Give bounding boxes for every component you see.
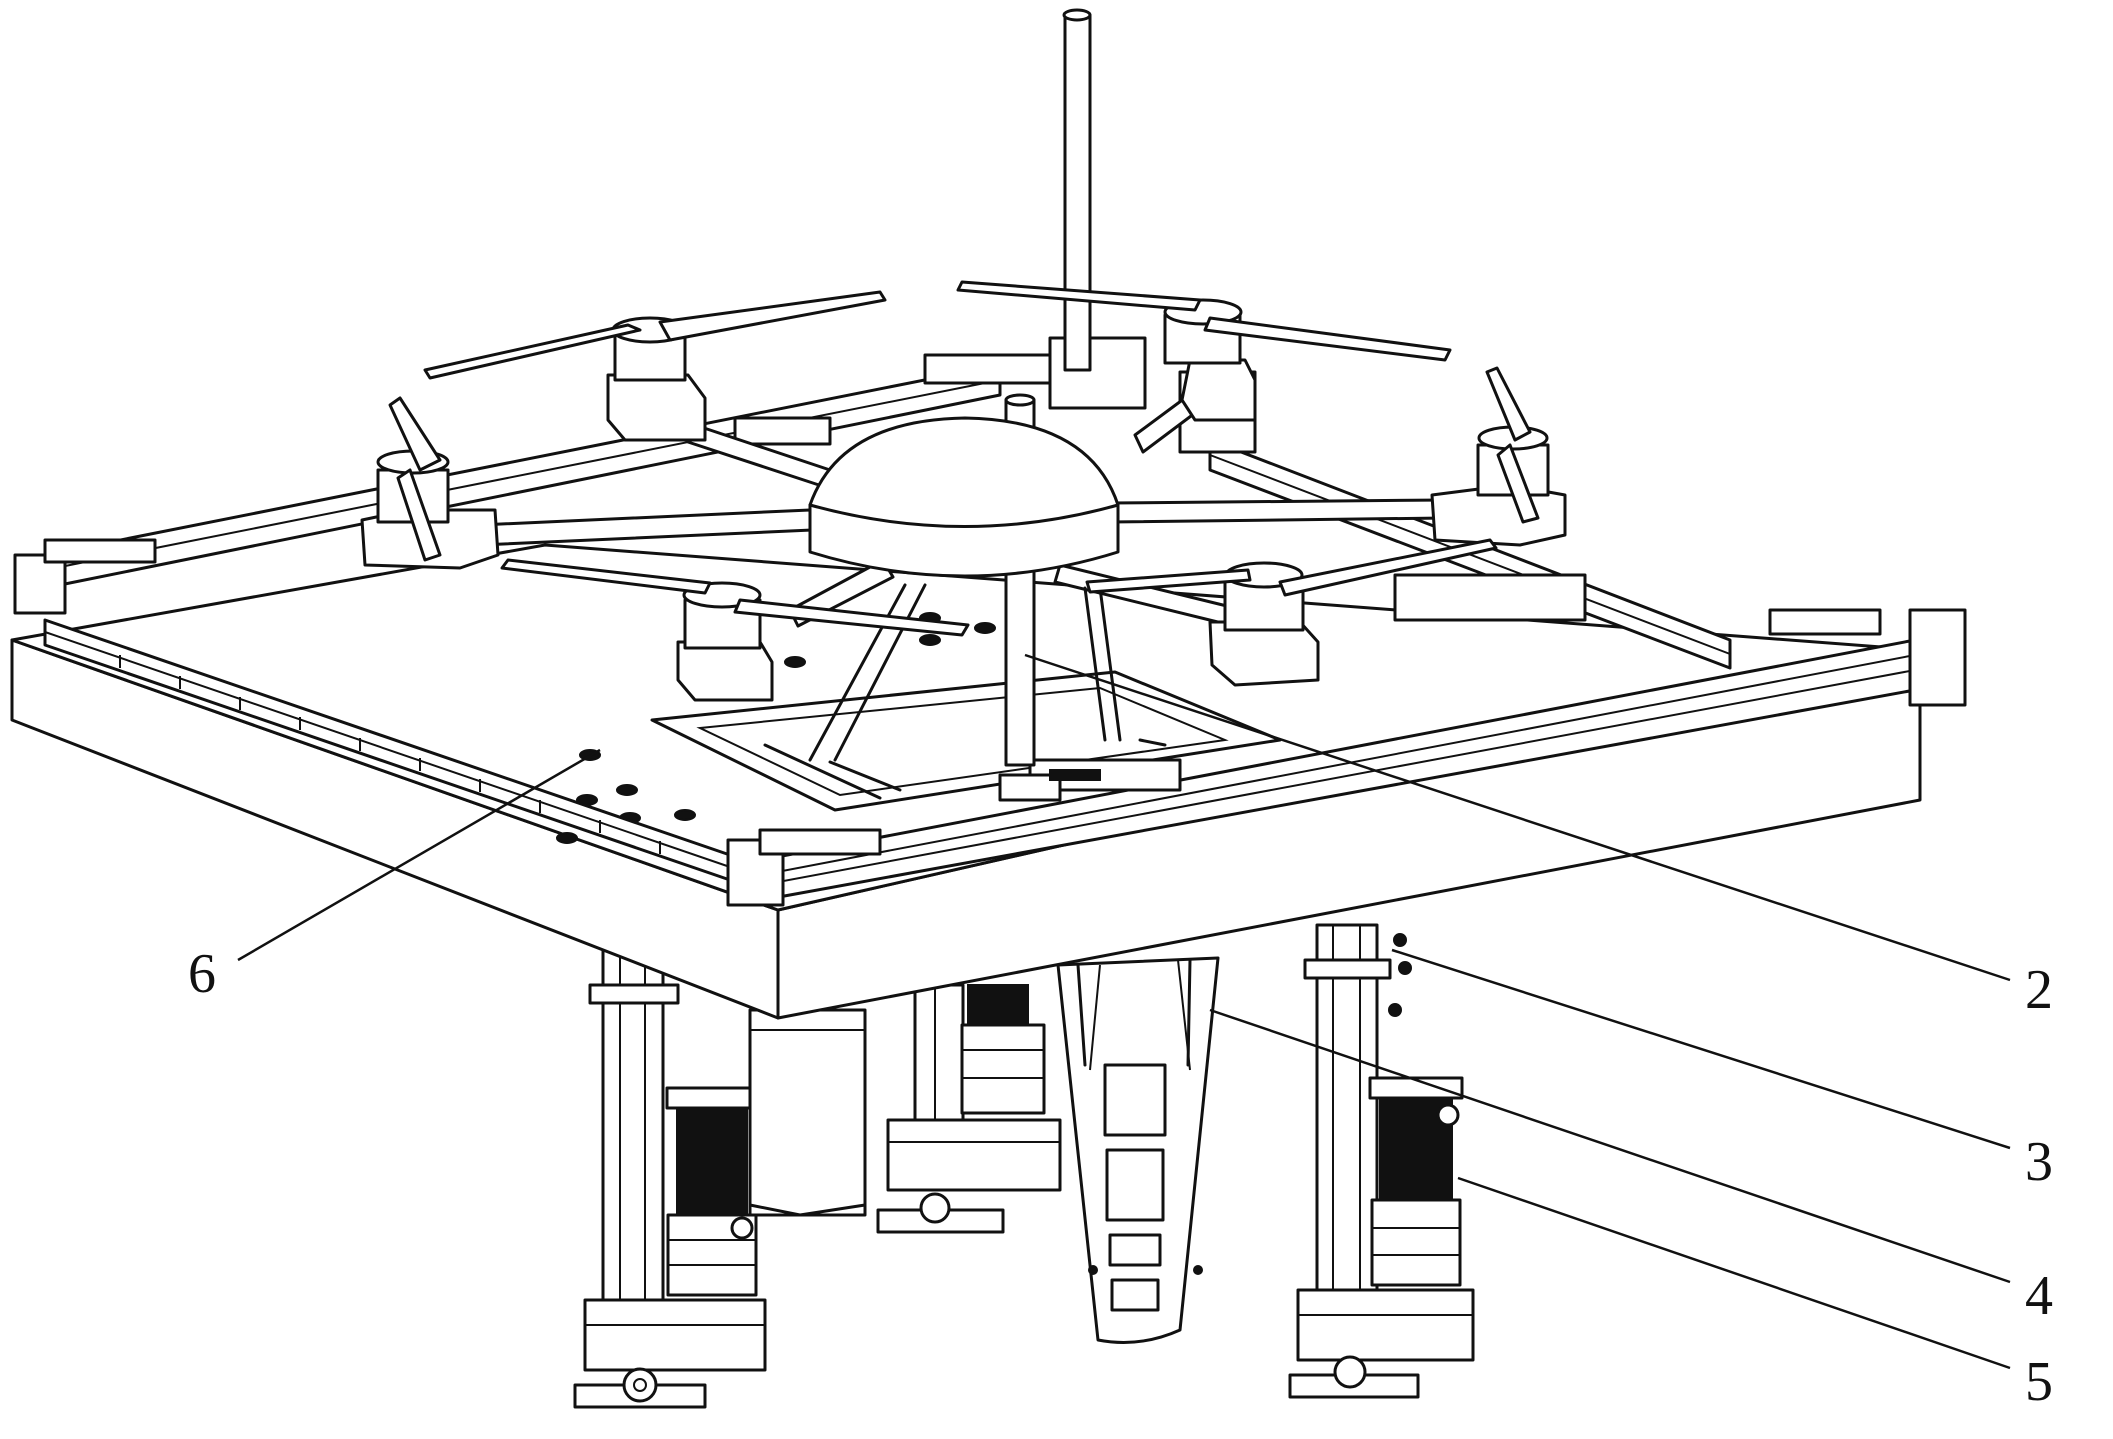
leg-left-front [573,948,767,1409]
ladder-plate [1056,956,1220,1344]
motor-left [665,1086,759,1297]
marker-holes [556,612,996,844]
left-rail-ticks [119,655,661,854]
landing-gear [763,583,1167,800]
leader-lines [237,653,2011,1370]
leader-line-2 [1024,653,2011,982]
ref-label-5: 5 [2025,1351,2053,1413]
support-legs [573,923,1475,1409]
leader-line-6 [237,748,601,962]
front-clamp [998,758,1182,802]
drone-hub [808,416,1120,578]
rotor-right [1430,366,1567,547]
corner-block-back-left [13,553,67,615]
rotor-front-left [500,558,970,702]
slider-back-left [43,538,157,564]
platform [10,543,1922,1020]
ref-label-6: 6 [188,943,216,1005]
leg-center [876,983,1062,1234]
rotor-front-right [1085,538,1498,687]
ref-label-2: 2 [2025,959,2053,1021]
ref-label-4: 4 [2025,1265,2053,1327]
rotor-back-right [956,280,1452,422]
clamping-rod-rear [1063,13,1092,372]
drone [360,280,1567,800]
rotor-back-left [423,290,887,442]
slider-front-right [1768,608,1882,636]
motor-right [1368,1076,1464,1287]
corner-block-front-right [1908,608,1967,707]
slider-front-left [758,828,882,856]
ref-label-3: 3 [2025,1131,2053,1193]
slider-back-right [1393,573,1587,622]
rotor-left [360,396,500,570]
slider-back-mid [733,416,832,446]
telescopic-column-left [748,1008,867,1217]
leader-line-5 [1457,1176,2011,1370]
leg-right [1288,923,1475,1399]
leader-line-4 [1209,1008,2011,1284]
reference-numerals: 6 2 3 4 5 [188,943,2053,1413]
leader-line-3 [1391,948,2011,1150]
